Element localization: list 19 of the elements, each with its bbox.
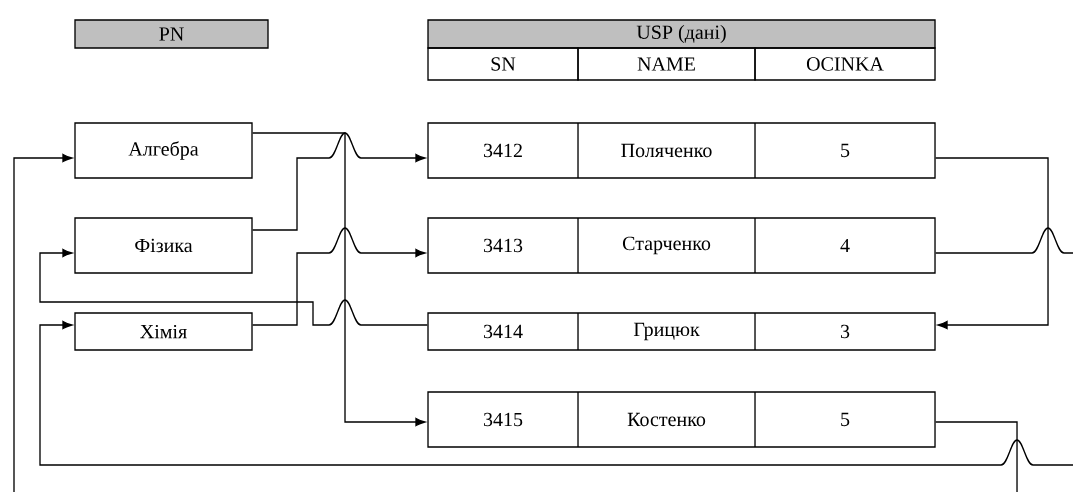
arrow — [39, 248, 428, 326]
subject-box: Фізика — [74, 217, 253, 274]
subject-box: Хімія — [74, 312, 253, 351]
arrow — [252, 227, 426, 326]
arrow — [252, 132, 426, 231]
table-row: 3414 Грицюк 3 — [427, 312, 936, 351]
table-row: 3412 Поляченко 5 — [427, 122, 936, 179]
arrow — [252, 132, 426, 427]
table-header: PN — [74, 19, 269, 49]
column-header: SN — [427, 47, 579, 81]
arrow — [935, 157, 1049, 330]
column-header: NAME — [577, 47, 756, 81]
table-row: 3413 Старченко 4 — [427, 217, 936, 274]
subject-box: Алгебра — [74, 122, 253, 179]
table-header: USP (дані) — [427, 19, 936, 49]
table-row: 3415 Костенко 5 — [427, 391, 936, 448]
column-header: OCINKA — [754, 47, 936, 81]
arrow — [13, 153, 73, 492]
arrow — [39, 320, 1073, 466]
